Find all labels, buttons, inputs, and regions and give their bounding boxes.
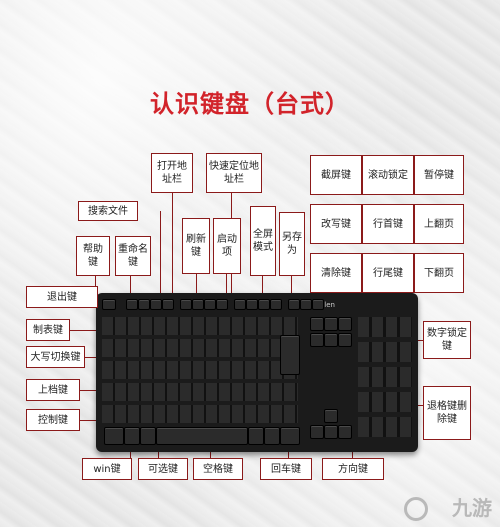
connector-line: [262, 272, 263, 297]
label-insert-key: 改写键: [310, 204, 362, 244]
label-alt-key: 可选键: [138, 458, 188, 480]
label-refresh-key: 刷新键: [182, 218, 210, 274]
label-pause-key: 暂停键: [414, 155, 464, 195]
label-escape-key: 退出键: [26, 286, 98, 308]
label-end-key: 行尾键: [362, 253, 414, 293]
connector-line: [70, 330, 114, 331]
connector-line: [130, 272, 131, 297]
label-enter-key: 回车键: [260, 458, 312, 480]
connector-line: [196, 272, 197, 297]
label-page-up-key: 上翻页: [414, 204, 464, 244]
label-tab-key: 制表键: [26, 319, 70, 341]
label-search-files: 搜索文件: [78, 201, 138, 221]
label-backspace-delete-key: 退格键删除键: [423, 386, 471, 440]
label-home-key: 行首键: [362, 204, 414, 244]
connector-line: [172, 193, 173, 297]
label-help-key: 帮助键: [76, 236, 110, 276]
label-open-address-bar: 打开地址栏: [151, 153, 193, 193]
label-startup-item: 启动项: [213, 218, 241, 274]
label-arrow-keys: 方向键: [322, 458, 384, 480]
label-save-as: 另存为: [279, 212, 305, 276]
connector-line: [95, 272, 96, 297]
watermark: 九游: [452, 496, 492, 520]
connector-line: [226, 272, 227, 297]
label-win-key: win键: [82, 458, 132, 480]
connector-line: [291, 272, 292, 297]
label-rename-key: 重命名键: [115, 236, 151, 276]
label-print-screen-key: 截屏键: [310, 155, 362, 195]
label-page-down-key: 下翻页: [414, 253, 464, 293]
label-fullscreen-mode: 全屏模式: [250, 206, 276, 276]
diagram-title: 认识键盘（台式）: [150, 90, 350, 118]
label-shift-key: 上档键: [26, 379, 80, 401]
label-delete-key: 清除键: [310, 253, 362, 293]
label-ctrl-key: 控制键: [26, 409, 80, 431]
label-num-lock-key: 数字锁定键: [423, 321, 471, 359]
connector-line: [160, 211, 161, 297]
label-quick-locate-address-bar: 快速定位地址栏: [206, 153, 262, 193]
watermark-logo-icon: [404, 497, 428, 521]
keyboard-image: Rinlen: [96, 293, 418, 452]
label-caps-lock-key: 大写切换键: [26, 346, 85, 368]
label-space-key: 空格键: [193, 458, 243, 480]
label-scroll-lock: 滚动锁定: [362, 155, 414, 195]
